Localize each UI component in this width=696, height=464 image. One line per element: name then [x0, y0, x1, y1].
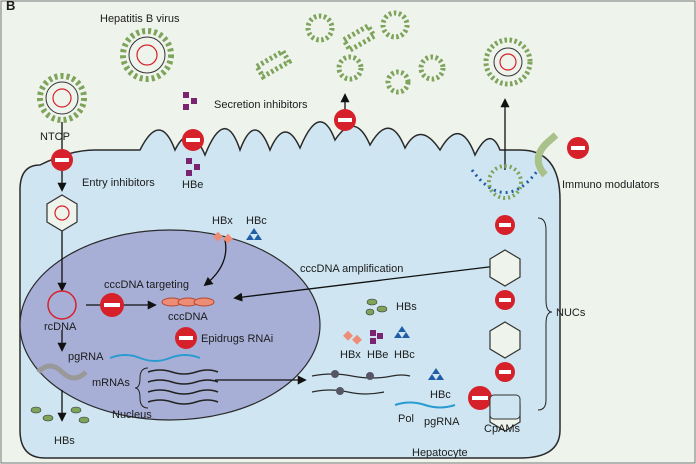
hbx-top-label: HBx [212, 215, 233, 227]
mrna-waves [147, 369, 219, 405]
nuc-inhibitor-icon-3 [495, 362, 515, 382]
cpam-inhibitor-icon [468, 386, 492, 410]
hepatitis-b-virus-icon [120, 28, 174, 82]
nucs-label: NUCs [556, 307, 586, 319]
epidrugs-rnai-label: Epidrugs RNAi [201, 333, 273, 345]
cytoplasmic-pgrna [394, 401, 456, 409]
hbe-secretion-inhibitor-icon [182, 129, 204, 151]
secreted-virions [253, 10, 533, 95]
cpam-capsid [489, 394, 521, 420]
inhibitor-icons [51, 109, 589, 410]
budding-virion-genome [499, 53, 517, 71]
rcdna-icon [47, 290, 77, 320]
budding-arc [470, 169, 540, 194]
nucleus [19, 229, 321, 421]
hbx-protein-icons [213, 231, 362, 345]
hbe-protein-mid [370, 330, 383, 344]
hbe-protein-top [183, 92, 200, 176]
panel-letter: B [6, 0, 15, 13]
budding-virion [487, 164, 523, 200]
cccdna-targeting-label: cccDNA targeting [104, 279, 189, 291]
hbs-protein-icons [30, 298, 388, 424]
hbe-mid-label: HBe [367, 349, 388, 361]
nucs-bracket [537, 217, 553, 411]
ribosomes [331, 370, 374, 395]
hepatocyte-label: Hepatocyte [412, 447, 468, 459]
budding-virion-core [493, 47, 523, 77]
cccdna-amplification-label: cccDNA amplification [300, 263, 403, 275]
immuno-modulator-icon [567, 137, 589, 159]
hbs-mid-label: HBs [396, 301, 417, 313]
ntcp-label: NTCP [40, 131, 70, 143]
pgrna-wave [109, 354, 201, 362]
hbc-mid-label: HBc [394, 349, 415, 361]
capsid-icons [46, 194, 521, 432]
hbx-mid-label: HBx [340, 349, 361, 361]
nuc-inhibitor-icon-2 [495, 290, 515, 310]
integrated-dna-icon [36, 363, 88, 381]
immuno-arrow-icon [534, 132, 559, 178]
cccdna-targeting-inhibitor-icon [100, 293, 124, 317]
nucleus-label: Nucleus [112, 409, 152, 421]
entry-inhibitor-icon [51, 149, 73, 171]
pgrna-nucleus-label: pgRNA [68, 351, 104, 363]
pol-label: Pol [398, 413, 414, 425]
hbc-top-label: HBc [246, 215, 267, 227]
immuno-modulators-label: Immuno modulators [562, 179, 660, 191]
flow-arrows [57, 93, 510, 422]
hbc-protein-icons [246, 228, 444, 380]
hbs-bottom-left-label: HBs [54, 435, 75, 447]
virus-title: Hepatitis B virus [100, 13, 180, 25]
epidrugs-inhibitor-icon [175, 327, 197, 349]
rcdna-label: rcDNA [44, 321, 77, 333]
secretion-inhibitor-icon [334, 109, 356, 131]
secretion-inhibitors-label: Secretion inhibitors [214, 99, 308, 111]
cccdna-label: cccDNA [168, 311, 208, 323]
hbe-top-label: HBe [182, 179, 203, 191]
pgrna-low-label: pgRNA [424, 416, 460, 428]
entering-virus-icon [37, 73, 87, 123]
mrnas-label: mRNAs [92, 377, 130, 389]
incoming-genome [54, 205, 70, 221]
cccdna-icon [161, 297, 215, 307]
nuc-inhibitor-icon-1 [495, 215, 515, 235]
mrna-bracket [134, 367, 149, 409]
cpams-label: CpAMs [484, 423, 521, 435]
hbc-low-label: HBc [430, 389, 451, 401]
entry-inhibitors-label: Entry inhibitors [82, 177, 155, 189]
